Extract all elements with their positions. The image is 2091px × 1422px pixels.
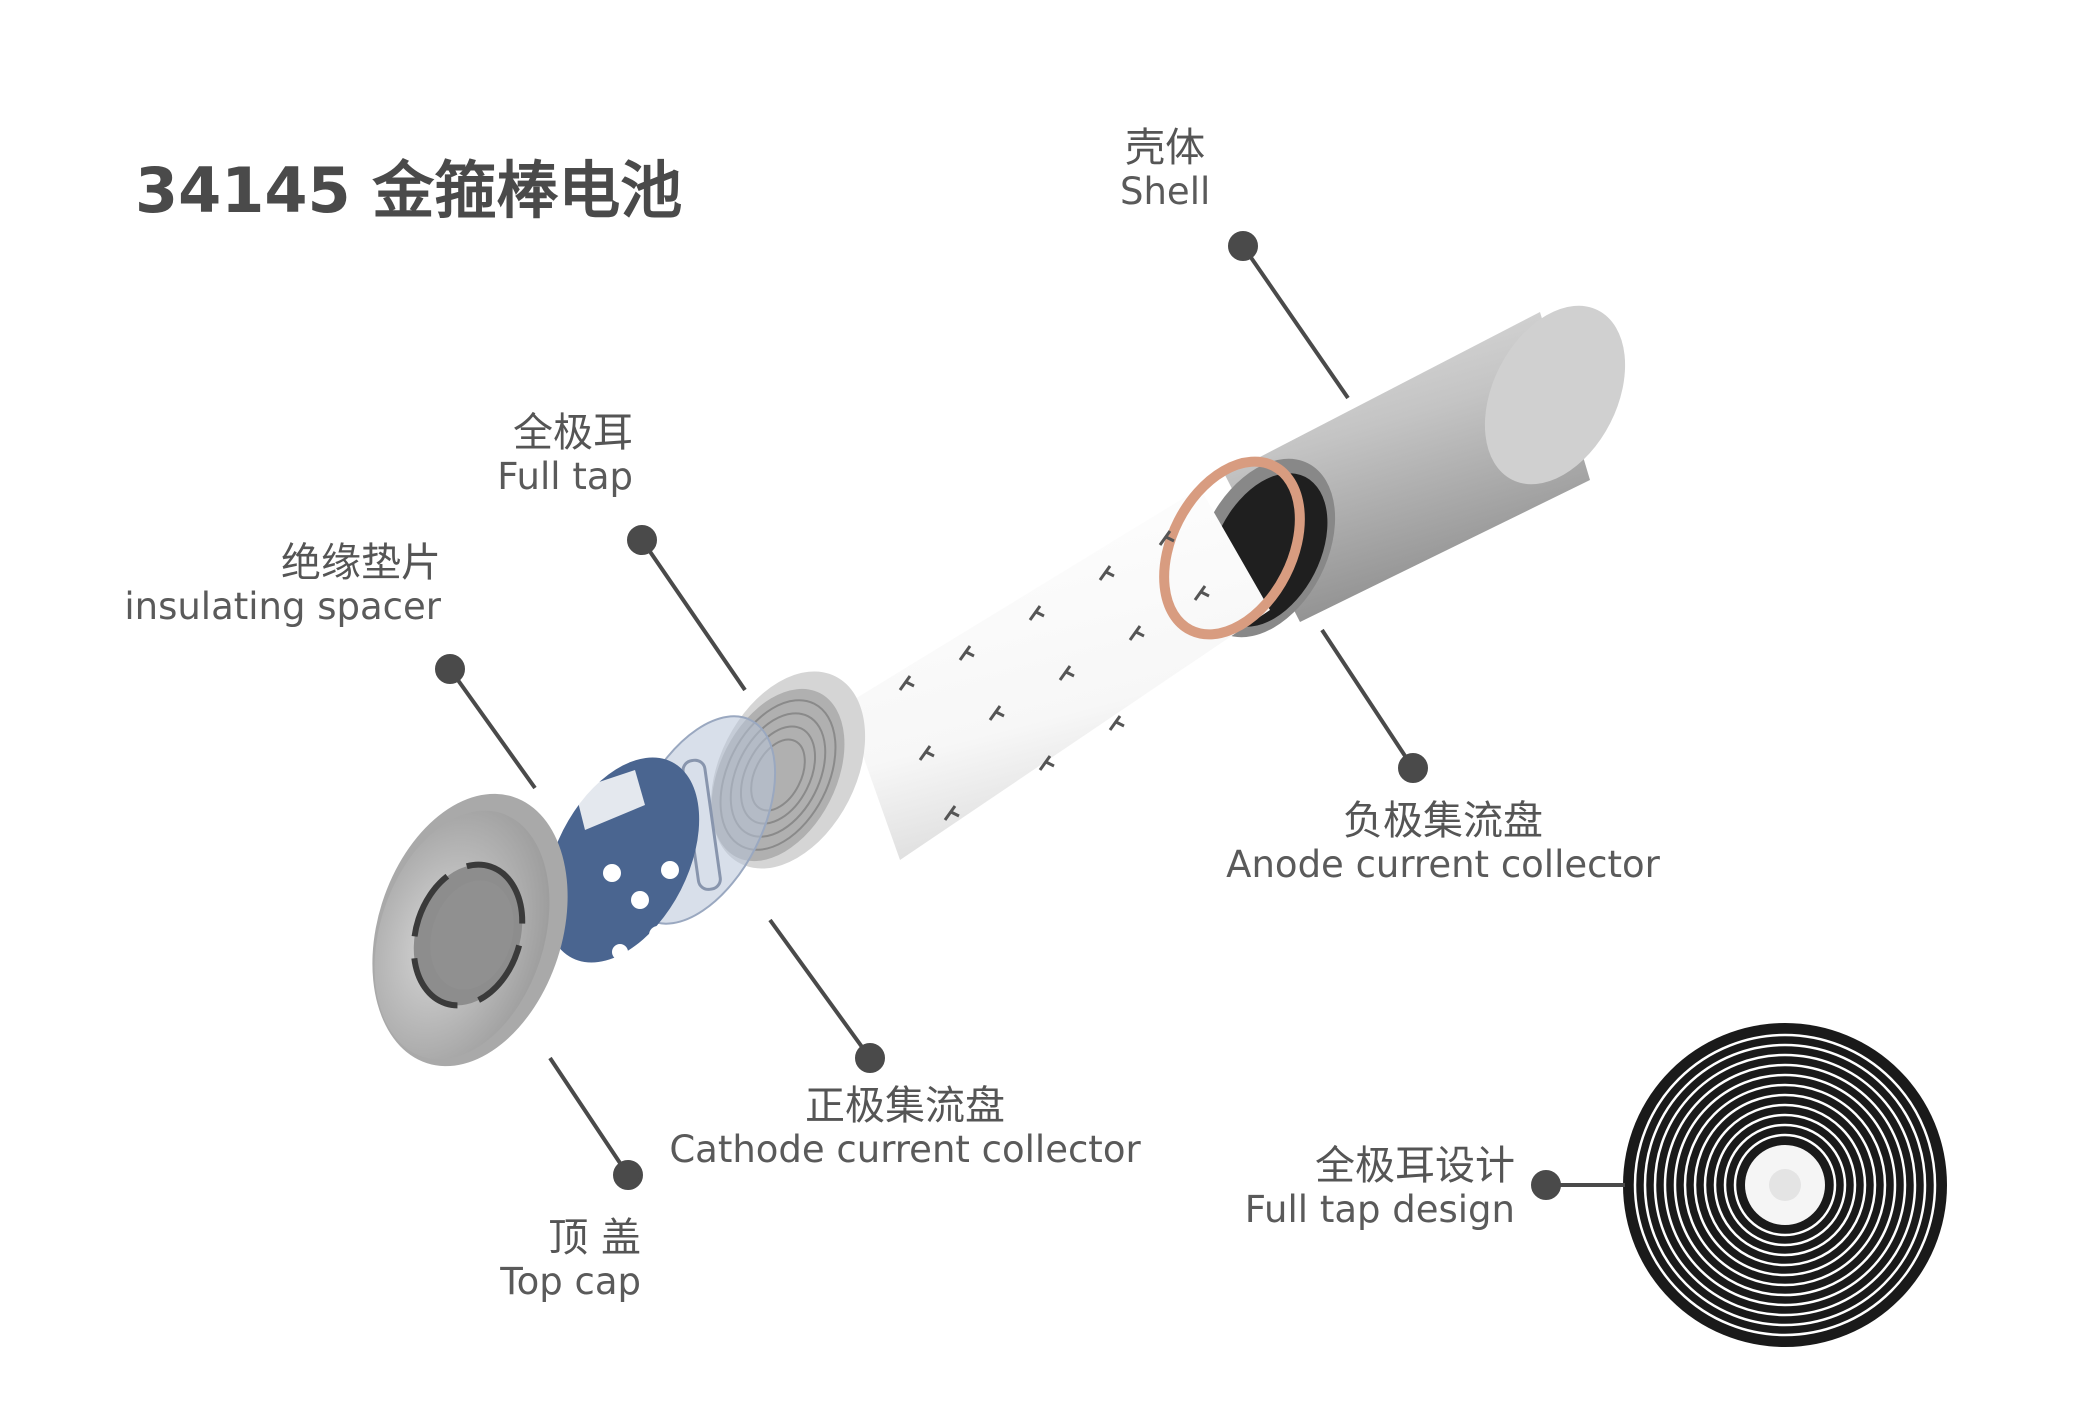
label-full-tap-design-zh: 全极耳设计 [1315,1143,1515,1189]
full-tab-design-inset [1623,1023,1947,1347]
label-shell: 壳体 Shell [1120,125,1210,214]
label-anode-collector-zh: 负极集流盘 [1343,798,1543,844]
label-full-tap: 全极耳 Full tap [497,410,633,499]
top-cap-part [372,793,568,1067]
label-cathode-collector: 正极集流盘 Cathode current collector [660,1083,1150,1172]
label-shell-zh: 壳体 [1125,125,1206,171]
label-anode-collector-en: Anode current collector [1226,843,1660,886]
label-shell-en: Shell [1120,170,1211,213]
label-insulating-spacer: 绝缘垫片 insulating spacer [124,540,441,629]
label-full-tap-zh: 全极耳 [513,410,633,456]
label-full-tap-design: 全极耳设计 Full tap design [1245,1143,1515,1232]
label-anode-collector: 负极集流盘 Anode current collector [1218,798,1668,887]
label-top-cap: 顶 盖 Top cap [500,1215,641,1304]
leader-lines [435,231,1625,1200]
label-insulating-spacer-zh: 绝缘垫片 [281,540,441,586]
label-cathode-collector-zh: 正极集流盘 [805,1083,1005,1129]
insulating-spacer-part [544,757,700,963]
label-top-cap-en: Top cap [500,1260,641,1303]
jelly-roll [845,456,1305,860]
label-full-tap-design-en: Full tap design [1244,1188,1515,1231]
page-title: 34145 金箍棒电池 [135,154,683,227]
label-full-tap-en: Full tap [497,455,633,498]
label-insulating-spacer-en: insulating spacer [124,585,441,628]
label-top-cap-zh: 顶 盖 [548,1215,641,1261]
label-cathode-collector-en: Cathode current collector [669,1128,1141,1171]
